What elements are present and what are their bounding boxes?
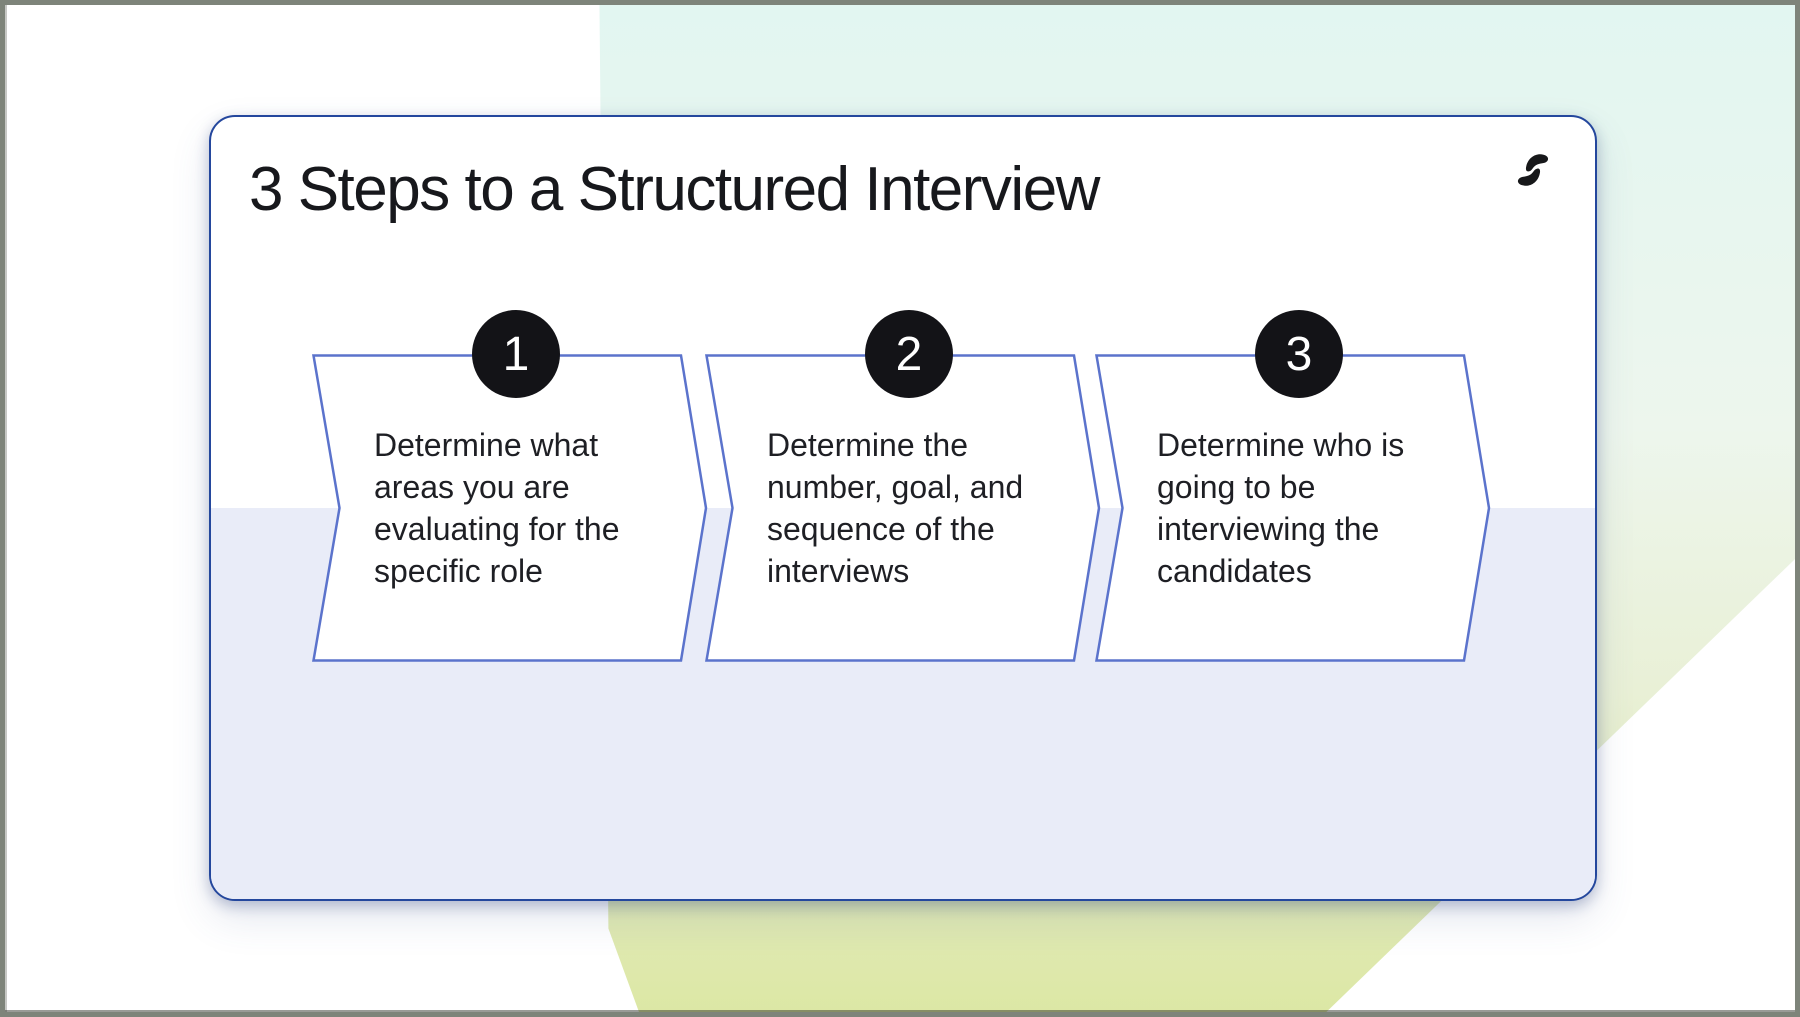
step-number-badge: 3 (1255, 310, 1343, 398)
step-description: Determine who is going to be interviewin… (1157, 427, 1405, 589)
process-step-3: 3 Determine who is going to be interview… (1095, 310, 1491, 662)
chevron-shape (1095, 354, 1491, 662)
step-number-badge: 1 (472, 310, 560, 398)
chevron-shape (705, 354, 1101, 662)
step-number: 1 (502, 327, 530, 381)
step-description: Determine what areas you are evaluating … (374, 427, 620, 589)
step-number: 3 (1285, 327, 1313, 381)
slide-title: 3 Steps to a Structured Interview (249, 155, 1100, 224)
chevron-shape (312, 354, 708, 662)
slide-card: 3 Steps to a Structured Interview 1 Dete… (209, 115, 1597, 901)
process-step-2: 2 Determine the number, goal, and sequen… (705, 310, 1101, 662)
step-description: Determine the number, goal, and sequence… (767, 427, 1024, 589)
brand-logo-icon (1517, 154, 1549, 186)
process-step-1: 1 Determine what areas you are evaluatin… (312, 310, 708, 662)
step-number: 2 (895, 327, 923, 381)
step-number-badge: 2 (865, 310, 953, 398)
